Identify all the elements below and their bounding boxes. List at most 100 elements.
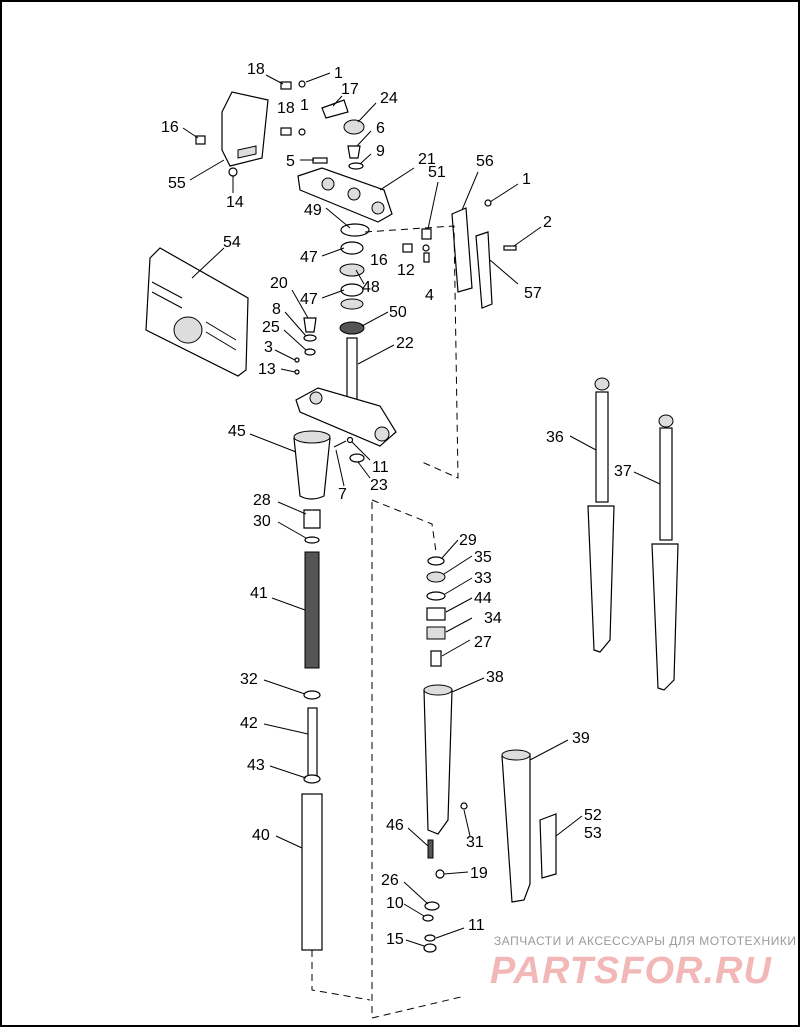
assembly-lines <box>311 225 466 1019</box>
part-1-screw-a <box>298 80 306 88</box>
lead-50 <box>361 311 389 327</box>
dash-left-fork <box>371 502 466 1019</box>
callout-38: 38 <box>486 669 504 686</box>
part-21-hole-b <box>347 187 361 201</box>
lead-27 <box>441 639 471 657</box>
callout-11a: 11 <box>372 459 389 476</box>
part-51-clip <box>421 228 432 240</box>
watermark-logo: PARTSFOR.RU <box>490 950 772 992</box>
callout-4: 4 <box>425 287 434 304</box>
lead-7 <box>335 449 345 487</box>
lead-10 <box>403 903 425 917</box>
part-32-ring <box>303 690 321 700</box>
part-7-pin <box>333 440 347 448</box>
part-33-washer <box>426 591 446 601</box>
callout-1c: 1 <box>522 171 531 188</box>
lead-44 <box>445 597 473 613</box>
part-25-washer <box>304 348 316 356</box>
part-29-clip <box>427 556 445 566</box>
watermark-tagline: ЗАПЧАСТИ И АКСЕССУАРЫ ДЛЯ МОТОТЕХНИКИ <box>494 934 796 948</box>
part-36-slider <box>587 505 615 653</box>
part-6-bolt <box>347 145 361 159</box>
lead-24 <box>357 102 377 123</box>
callout-44: 44 <box>474 590 492 607</box>
part-52-reflector <box>539 813 557 879</box>
lead-49 <box>325 207 351 229</box>
dash-right-fork <box>371 499 437 553</box>
part-13-pin <box>294 369 300 375</box>
lead-41 <box>271 597 306 611</box>
callout-51: 51 <box>428 164 446 181</box>
callout-35: 35 <box>474 549 492 566</box>
callout-18a: 18 <box>247 61 265 78</box>
lead-56 <box>461 171 479 211</box>
callout-47b: 47 <box>300 291 318 308</box>
watermark: ЗАПЧАСТИ И АКСЕССУАРЫ ДЛЯ МОТОТЕХНИКИ PA… <box>490 934 796 992</box>
part-21-hole-c <box>371 201 385 215</box>
callout-1b: 1 <box>300 97 309 114</box>
callout-25: 25 <box>262 319 280 336</box>
lead-8 <box>284 311 307 337</box>
callout-19: 19 <box>470 865 488 882</box>
part-27-cone <box>430 650 442 667</box>
part-43-ring <box>303 774 321 784</box>
part-18-clip-b <box>280 127 292 136</box>
lead-6 <box>356 130 372 147</box>
callout-47a: 47 <box>300 249 318 266</box>
lead-45 <box>249 433 297 453</box>
callout-53: 53 <box>584 825 602 842</box>
part-21-top-clamp <box>297 167 393 223</box>
part-48-race-b <box>340 298 364 310</box>
callout-37: 37 <box>614 463 632 480</box>
callout-21: 21 <box>418 151 436 168</box>
callout-45: 45 <box>228 423 246 440</box>
callout-labels: 18 1 17 24 18 1 16 6 9 5 21 51 56 55 14 … <box>161 61 632 948</box>
part-8-washer <box>303 334 317 342</box>
part-16-nut-b <box>402 243 413 253</box>
lead-34 <box>445 617 473 633</box>
part-54-fin-d <box>205 331 237 351</box>
callout-8: 8 <box>272 301 281 318</box>
lead-15 <box>405 939 425 947</box>
lead-33 <box>444 577 473 595</box>
lead-2 <box>513 226 542 247</box>
callout-39: 39 <box>572 730 590 747</box>
callout-2: 2 <box>543 214 552 231</box>
part-44-bush <box>426 607 446 621</box>
callout-50: 50 <box>389 304 407 321</box>
part-36-tube <box>595 391 609 503</box>
lead-18a <box>265 74 284 85</box>
part-10-washer <box>422 914 434 922</box>
part-18-clip-a <box>280 81 292 90</box>
part-21-hole-a <box>321 177 335 191</box>
part-47-bearing-a <box>340 241 364 255</box>
part-3-pin <box>294 357 300 363</box>
callout-42: 42 <box>240 715 258 732</box>
callout-52: 52 <box>584 807 602 824</box>
callout-28: 28 <box>253 492 271 509</box>
callout-15: 15 <box>386 931 404 948</box>
lead-29 <box>441 539 459 559</box>
callout-12: 12 <box>397 262 415 279</box>
lead-48a <box>355 269 365 285</box>
callout-9: 9 <box>376 143 385 160</box>
lead-9 <box>359 153 372 165</box>
part-4-screw <box>423 252 430 263</box>
part-34-bush <box>426 626 446 640</box>
callout-30: 30 <box>253 513 271 530</box>
callout-27: 27 <box>474 634 492 651</box>
part-37-slider <box>651 543 679 691</box>
lead-31 <box>463 809 471 837</box>
lead-42 <box>263 723 309 735</box>
part-56-bracket <box>451 207 473 293</box>
lead-37 <box>633 471 661 485</box>
part-45-top <box>293 430 331 444</box>
part-14-nut <box>228 167 238 177</box>
part-26-nut <box>424 901 440 911</box>
part-31-screw <box>460 802 468 810</box>
callout-1a: 1 <box>334 65 343 82</box>
parts-artwork <box>145 80 679 953</box>
callout-14: 14 <box>226 194 244 211</box>
lead-54 <box>191 247 225 279</box>
